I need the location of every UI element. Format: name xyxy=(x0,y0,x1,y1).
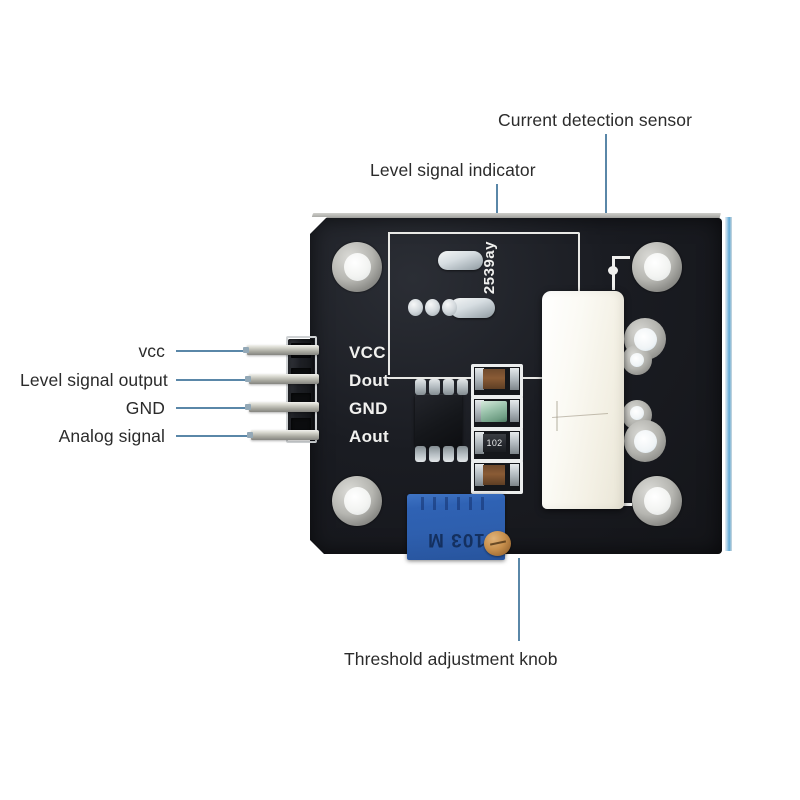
round-pad-3 xyxy=(442,299,457,316)
smd-oval-pad-lower xyxy=(450,298,495,318)
sensor-lead-silk-top-horizontal xyxy=(612,256,630,259)
ic-pin-bottom-3 xyxy=(443,446,454,462)
pin-label-dout: Dout xyxy=(349,371,389,390)
pin-tip xyxy=(245,404,251,410)
leader-line-vcc xyxy=(176,350,251,352)
mounting-hole-bore xyxy=(344,487,371,515)
pcb-board: 2539ay xyxy=(310,213,732,560)
pin-header-shell xyxy=(286,336,317,443)
pot-ridge xyxy=(445,497,448,510)
footprint-capacitor-lower xyxy=(471,460,523,494)
component-terminal xyxy=(475,432,484,454)
pot-ridge xyxy=(481,497,484,510)
ic-pin-bottom-1 xyxy=(415,446,426,462)
callout-level-signal-output: Level signal output xyxy=(20,370,168,390)
component-terminal xyxy=(475,368,484,390)
component-terminal xyxy=(510,368,519,390)
component-terminal xyxy=(510,400,519,422)
silkscreen-outline-box-left-edge xyxy=(388,232,390,375)
capacitor-body xyxy=(483,465,505,485)
callout-level-signal-indicator: Level signal indicator xyxy=(370,160,536,180)
callout-vcc: vcc xyxy=(138,341,165,361)
pot-ridge xyxy=(433,497,436,510)
ic-pin-bottom-2 xyxy=(429,446,440,462)
screw-terminal-pad-upper xyxy=(622,318,668,380)
pot-ridge xyxy=(457,497,460,510)
terminal-pad-hole xyxy=(630,406,644,420)
callout-current-detection-sensor: Current detection sensor xyxy=(498,110,693,130)
pcb-right-edge-bevel xyxy=(725,217,732,551)
pin-tip xyxy=(245,376,251,382)
round-pad-2 xyxy=(425,299,440,316)
pin-label-vcc: VCC xyxy=(349,343,386,362)
sensor-surface-scuff xyxy=(552,413,608,418)
header-pin-aout[interactable] xyxy=(247,430,319,440)
mounting-hole-bore xyxy=(644,253,671,281)
terminal-pad-hole xyxy=(634,430,657,453)
pin-label-aout: Aout xyxy=(349,427,389,446)
pot-ridge xyxy=(469,497,472,510)
leader-line-analog-signal xyxy=(176,435,253,437)
screw-terminal-pad-lower xyxy=(622,400,668,462)
smd-oval-pad-upper xyxy=(438,251,483,270)
leader-line-gnd xyxy=(176,407,253,409)
header-pin-dout[interactable] xyxy=(245,374,319,384)
level-signal-indicator-led xyxy=(481,401,507,422)
current-detection-sensor-component xyxy=(542,291,624,509)
terminal-pad-hole xyxy=(634,328,657,351)
callout-gnd: GND xyxy=(125,398,165,418)
ic-pin-top-2 xyxy=(429,379,440,395)
mounting-hole-bore xyxy=(344,253,371,281)
callout-threshold-adjustment-knob: Threshold adjustment knob xyxy=(344,649,558,669)
ic-pin-top-3 xyxy=(443,379,454,395)
pin-tip xyxy=(247,432,253,438)
mounting-hole-bottom-left xyxy=(332,476,382,526)
footprint-resistor: 102 xyxy=(471,428,523,462)
mounting-hole-top-right xyxy=(632,242,682,292)
header-pin-vcc[interactable] xyxy=(243,345,319,355)
mounting-hole-bore xyxy=(644,487,671,515)
pin-tip xyxy=(243,347,249,353)
component-terminal xyxy=(475,464,484,486)
component-terminal xyxy=(475,400,484,422)
silkscreen-code-text: 2539ay xyxy=(481,241,498,295)
sensor-lead-silk-top-blob xyxy=(608,266,618,275)
threshold-adjustment-potentiometer[interactable]: 103 M xyxy=(407,494,511,560)
resistor-marking-text: 102 xyxy=(483,434,506,452)
component-terminal xyxy=(510,464,519,486)
potentiometer-adjustment-screw[interactable] xyxy=(484,531,511,556)
terminal-pad-hole xyxy=(630,353,644,367)
header-slot-aout xyxy=(291,418,311,433)
round-pad-1 xyxy=(408,299,423,316)
ic-pin-top-1 xyxy=(415,379,426,395)
pot-ridge xyxy=(421,497,424,510)
mounting-hole-top-left xyxy=(332,242,382,292)
callout-analog-signal: Analog signal xyxy=(58,426,165,446)
ic-pin-bottom-4 xyxy=(457,446,468,462)
leader-line-threshold-adjustment-knob xyxy=(518,558,520,641)
pcb-substrate: 2539ay xyxy=(310,218,722,560)
leader-line-level-signal-output xyxy=(176,379,253,381)
capacitor-body xyxy=(483,369,505,389)
header-pin-gnd[interactable] xyxy=(245,402,319,412)
footprint-capacitor-upper xyxy=(471,364,523,398)
pin-label-gnd: GND xyxy=(349,399,388,418)
op-amp-ic xyxy=(415,394,462,447)
ic-pin-top-4 xyxy=(457,379,468,395)
footprint-level-signal-led xyxy=(471,396,523,430)
component-terminal xyxy=(510,432,519,454)
sensor-surface-scuff xyxy=(556,401,558,431)
mounting-hole-bottom-right xyxy=(632,476,682,526)
